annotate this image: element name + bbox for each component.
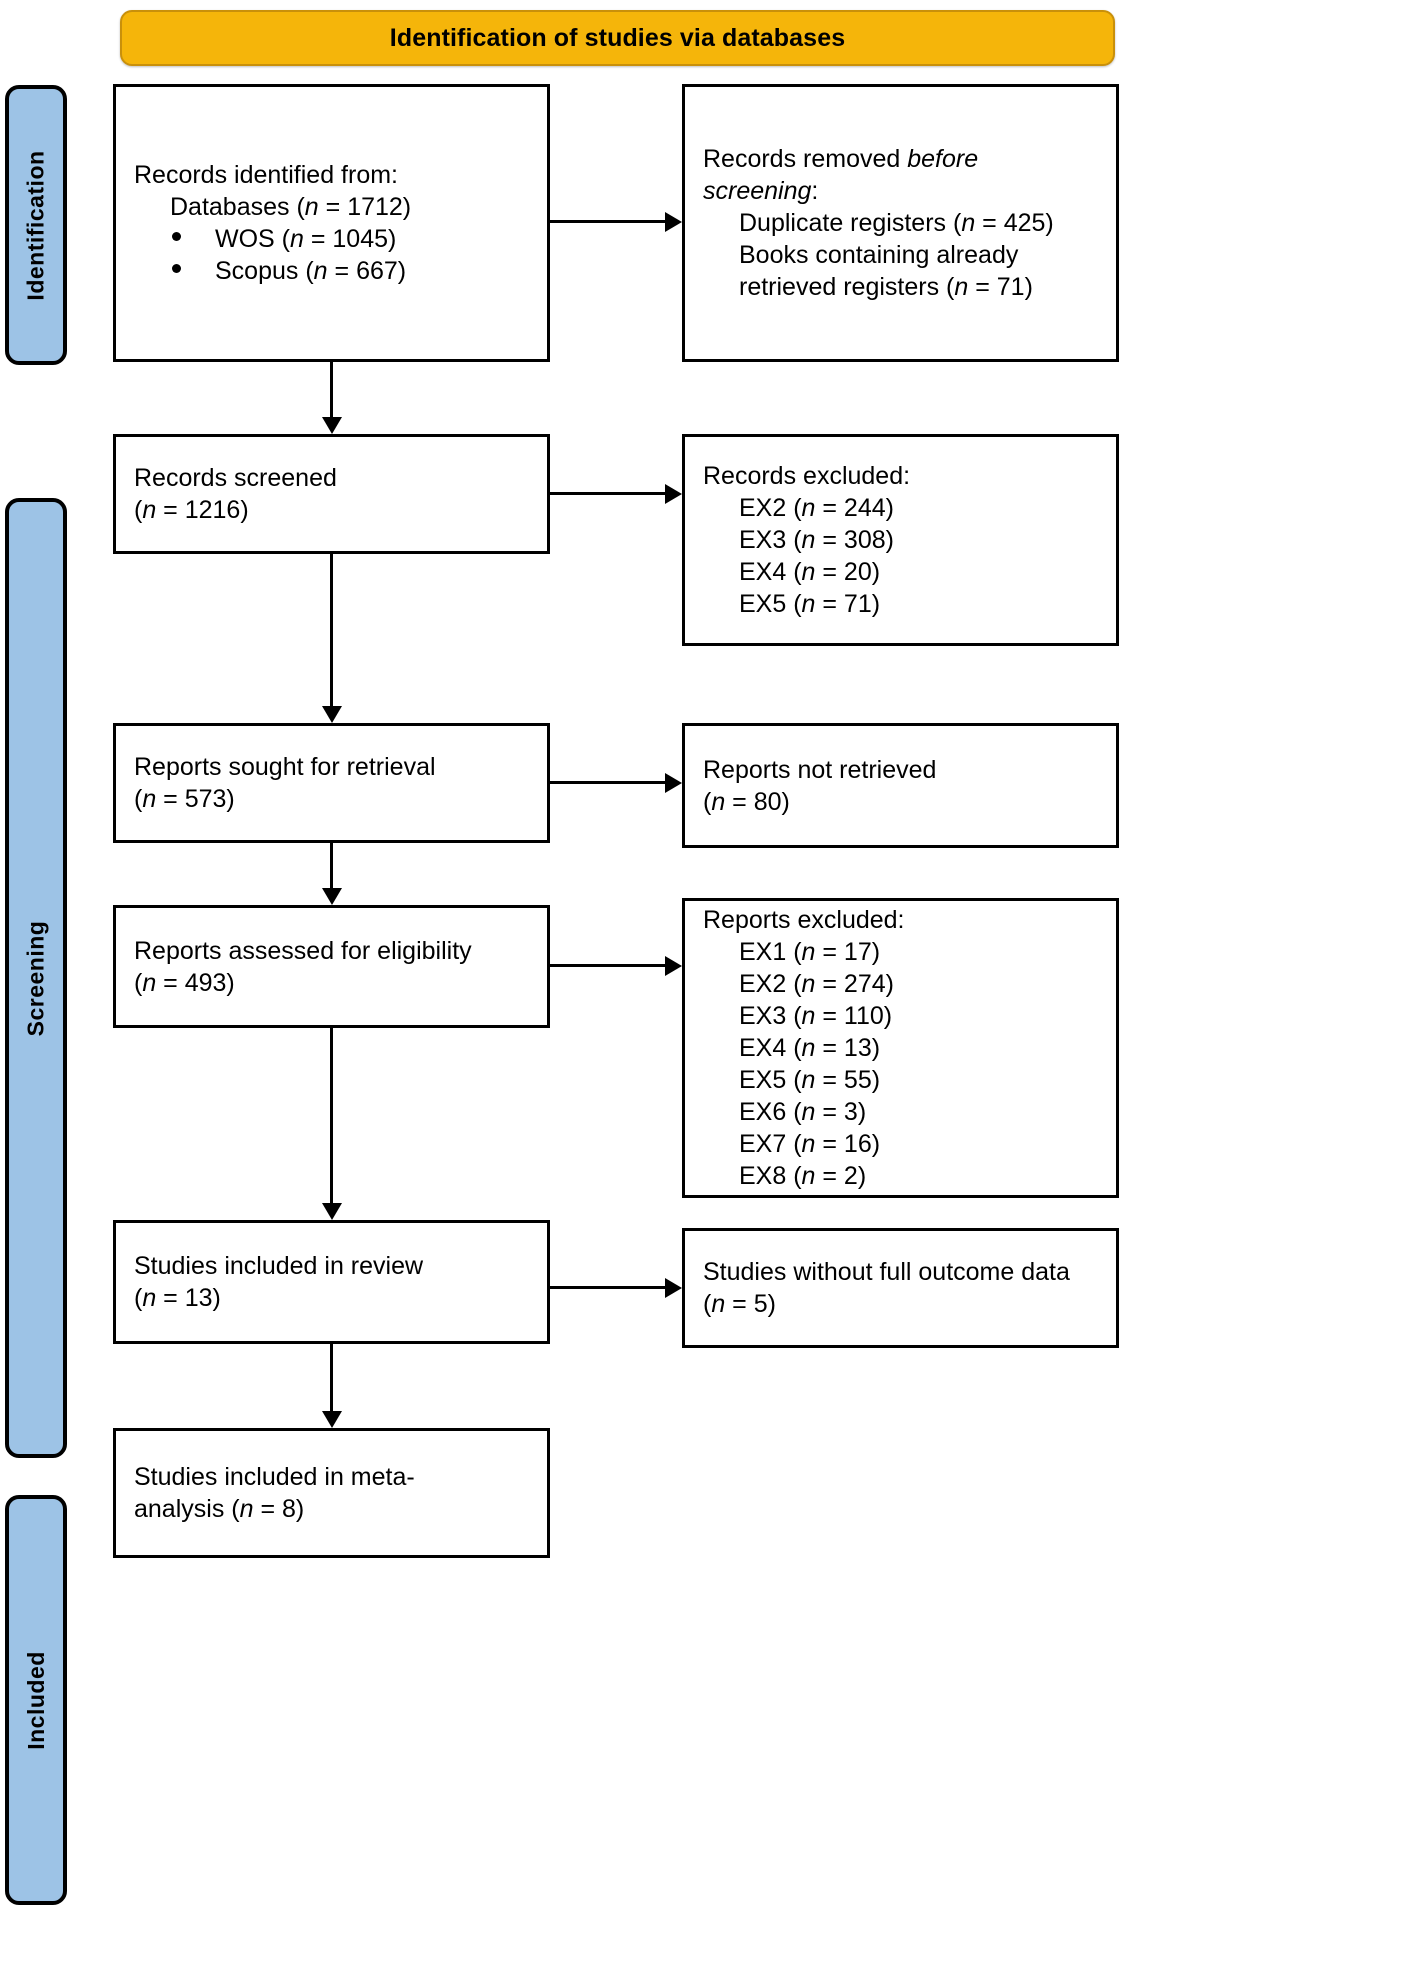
phase-bar-included: Included [5,1495,67,1905]
bullet-icon [172,264,181,273]
arrow-screened-to-records-excluded [550,481,682,507]
phase-label-included: Included [22,1650,49,1750]
phase-label-screening: Screening [22,920,49,1036]
arrow-sought-to-not-retrieved [550,770,682,796]
reports-excluded-item: EX6 (n = 3) [739,1098,867,1126]
page-title: Identification of studies via databases [389,23,846,52]
node-records-removed: Records removed before screening: Duplic… [682,84,1119,362]
studies-included-review-line2: (n = 13) [134,1284,221,1312]
records-removed-line5: retrieved registers (n = 71) [739,273,1033,301]
reports-assessed-line2: (n = 493) [134,968,235,997]
node-records-excluded: Records excluded: EX2 (n = 244) EX3 (n =… [682,434,1119,646]
reports-excluded-item: EX2 (n = 274) [739,970,894,998]
records-removed-line4: Books containing already [739,241,1019,269]
reports-not-retrieved-line1: Reports not retrieved [703,755,937,784]
bullet-wos-text: WOS (n = 1045) [215,225,397,253]
studies-included-review-line1: Studies included in review [134,1252,424,1280]
meta-analysis-line1: Studies included in meta- [134,1463,415,1491]
reports-sought-line2: (n = 573) [134,785,235,813]
arrow-included-to-meta [319,1344,345,1428]
records-screened-line1: Records screened [134,464,337,492]
node-reports-not-retrieved: Reports not retrieved (n = 80) [682,723,1119,848]
node-studies-without-outcome: Studies without full outcome data (n = 5… [682,1228,1119,1348]
node-reports-assessed: Reports assessed for eligibility (n = 49… [113,905,550,1028]
reports-sought-line1: Reports sought for retrieval [134,753,436,781]
studies-without-outcome-line2: (n = 5) [703,1290,776,1318]
reports-not-retrieved-line2: (n = 80) [703,787,790,816]
records-excluded-item: EX5 (n = 71) [739,590,881,618]
arrow-assessed-to-reports-excluded [550,953,682,979]
arrow-included-to-no-outcome [550,1275,682,1301]
bullet-scopus-text: Scopus (n = 667) [215,257,407,285]
diagram-header-banner: Identification of studies via databases [120,10,1115,66]
arrow-screened-to-sought [319,554,345,723]
records-identified-db-label: Databases ( [170,193,305,221]
studies-without-outcome-line1: Studies without full outcome data [703,1258,1070,1286]
reports-excluded-item: EX1 (n = 17) [739,938,881,966]
phase-bar-identification: Identification [5,85,67,365]
node-studies-meta-analysis: Studies included in meta- analysis (n = … [113,1428,550,1558]
phase-label-identification: Identification [22,149,49,301]
arrow-sought-to-assessed [319,843,345,905]
reports-assessed-line1: Reports assessed for eligibility [134,936,472,965]
arrow-assessed-to-included [319,1028,345,1220]
meta-analysis-line2: analysis (n = 8) [134,1495,305,1523]
records-removed-line3: Duplicate registers (n = 425) [739,209,1054,237]
records-identified-bullet-scopus: Scopus (n = 667) [134,255,529,287]
bullet-icon [172,232,181,241]
records-removed-line2: screening: [703,177,819,205]
records-excluded-title: Records excluded: [703,462,911,490]
node-records-identified: Records identified from: Databases (n = … [113,84,550,362]
arrow-identified-to-removed [550,209,682,235]
phase-bar-screening: Screening [5,498,67,1458]
node-reports-excluded: Reports excluded: EX1 (n = 17) EX2 (n = … [682,898,1119,1198]
node-reports-sought: Reports sought for retrieval (n = 573) [113,723,550,843]
records-screened-line2: (n = 1216) [134,496,249,524]
reports-excluded-item: EX4 (n = 13) [739,1034,881,1062]
arrow-identified-to-screened [319,362,345,434]
records-excluded-item: EX2 (n = 244) [739,494,894,522]
reports-excluded-item: EX8 (n = 2) [739,1162,867,1190]
reports-excluded-item: EX7 (n = 16) [739,1130,881,1158]
node-records-screened: Records screened (n = 1216) [113,434,550,554]
node-studies-included-review: Studies included in review (n = 13) [113,1220,550,1344]
reports-excluded-item: EX5 (n = 55) [739,1066,881,1094]
records-identified-line1: Records identified from: [134,161,399,189]
reports-excluded-item: EX3 (n = 110) [739,1002,893,1030]
records-excluded-item: EX4 (n = 20) [739,558,881,586]
records-removed-line1: Records removed before [703,145,979,173]
reports-excluded-title: Reports excluded: [703,906,905,934]
records-excluded-item: EX3 (n = 308) [739,526,894,554]
records-identified-line2: Databases (n = 1712) [170,193,412,221]
records-identified-bullet-wos: WOS (n = 1045) [134,223,529,255]
